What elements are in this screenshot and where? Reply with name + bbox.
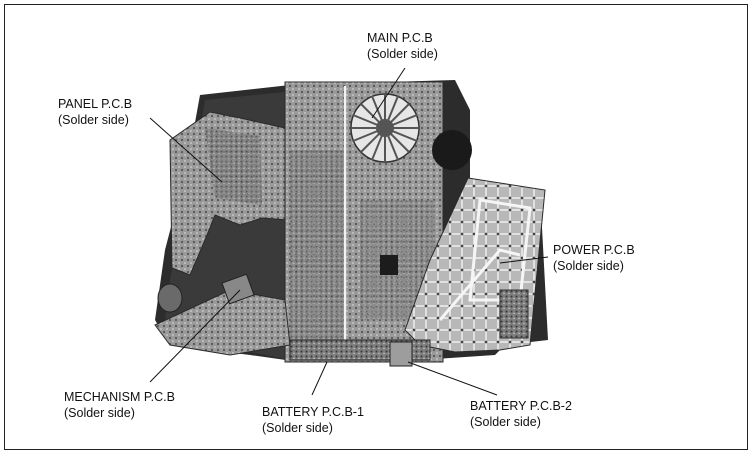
label-battery-pcb-2-side: (Solder side)	[470, 415, 541, 429]
leader-power	[499, 256, 549, 264]
speaker-wheel	[350, 93, 420, 163]
capacitor	[432, 130, 472, 170]
label-battery-pcb-1: BATTERY P.C.B-1 (Solder side)	[262, 404, 364, 436]
battery-pcb-2	[389, 341, 413, 367]
label-mechanism-pcb: MECHANISM P.C.B (Solder side)	[64, 389, 175, 421]
label-battery-pcb-1-name: BATTERY P.C.B-1	[262, 405, 364, 419]
label-panel-pcb: PANEL P.C.B (Solder side)	[58, 96, 132, 128]
label-panel-pcb-side: (Solder side)	[58, 113, 129, 127]
label-panel-pcb-name: PANEL P.C.B	[58, 97, 133, 111]
label-mechanism-pcb-side: (Solder side)	[64, 406, 135, 420]
label-battery-pcb-2: BATTERY P.C.B-2 (Solder side)	[470, 398, 572, 430]
label-mechanism-pcb-name: MECHANISM P.C.B	[64, 390, 175, 404]
label-main-pcb-name: MAIN P.C.B	[367, 31, 433, 45]
leader-lines	[149, 67, 549, 396]
leader-battery2	[407, 361, 498, 396]
label-main-pcb: MAIN P.C.B (Solder side)	[367, 30, 438, 62]
label-battery-pcb-1-side: (Solder side)	[262, 421, 333, 435]
label-battery-pcb-2-name: BATTERY P.C.B-2	[470, 399, 572, 413]
leader-mechanism	[149, 289, 241, 383]
leader-panel	[149, 117, 223, 183]
label-power-pcb-name: POWER P.C.B	[553, 243, 635, 257]
leader-main	[371, 67, 406, 119]
panel-pcb	[169, 111, 289, 276]
leader-battery1	[311, 361, 328, 396]
label-power-pcb-side: (Solder side)	[553, 259, 624, 273]
label-power-pcb: POWER P.C.B (Solder side)	[553, 242, 635, 274]
label-main-pcb-side: (Solder side)	[367, 47, 438, 61]
power-pcb	[404, 177, 546, 353]
